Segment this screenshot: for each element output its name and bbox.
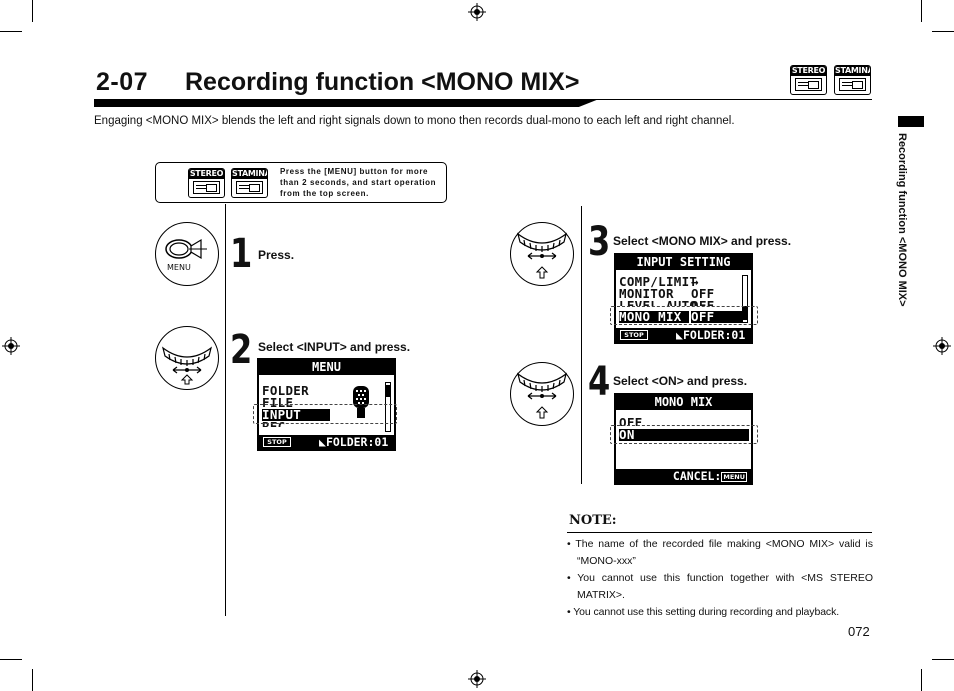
screen-title: MONO MIX [616,395,751,410]
crop-mark [32,0,33,22]
side-tab-text: Recording function <MONO MIX> [896,133,908,307]
menu-item: FILE [262,395,294,410]
side-tab-marker [898,116,924,127]
side-tab-label: Recording function <MONO MIX> [885,133,908,353]
crop-mark [32,669,33,691]
dial-illustration [510,222,574,286]
setting-row-selected-value: OFF [691,310,743,323]
step-label: Press. [258,248,295,262]
step-number: 4 [588,359,610,405]
selection-highlight [610,306,758,325]
crop-mark [921,0,922,22]
dial-illustration [510,362,574,426]
info-box [155,162,447,203]
jog-dial-icon [161,346,212,384]
note-heading: NOTE: [569,513,617,528]
screen-footer: CANCEL:MENU [616,469,751,483]
note-rule [567,532,872,533]
title-underline [94,99,599,107]
registration-mark-icon [933,337,951,355]
setting-row-value: → [691,274,699,289]
menu-button-illustration: MENU [155,222,219,286]
folder-indicator: ◣FOLDER:01 [319,435,389,449]
title-rule [94,99,872,100]
stereo-badge-label: STEREO [189,169,224,179]
intro-paragraph: Engaging <MONO MIX> blends the left and … [94,115,735,127]
setting-row-label: MONITOR [619,286,674,301]
setting-row-value: OFF [691,286,715,301]
info-box-text: Press the [MENU] button for more than 2 … [280,167,437,198]
option-off: OFF [619,417,643,426]
note-item: The name of the recorded file making <MO… [567,536,873,570]
selection-highlight [610,425,758,444]
setting-row-label: COMP/LIMIT [619,274,698,289]
menu-button-label: MENU [167,263,191,272]
step-label: Select <ON> and press. [613,374,748,388]
screen-title: INPUT SETTING [616,255,751,270]
registration-mark-icon [2,337,20,355]
crop-mark [932,659,954,660]
setting-row-selected: MONO MIX [619,310,689,323]
screen-footer: STOP ◣FOLDER:01 [259,435,394,449]
crop-mark [932,31,954,32]
stamina-mode-icon: STAMINA [834,65,871,95]
selection-highlight [253,404,397,424]
cancel-label: CANCEL: [672,469,722,483]
screen-title: MENU [259,360,394,375]
page-title: Recording function <MONO MIX> [185,68,580,96]
stereo-badge-label: STEREO [791,66,826,76]
menu-button-icon [164,238,207,259]
scrollbar [742,275,748,323]
setting-row-label: LEVEL AUTO [619,300,697,306]
column-divider [225,204,226,616]
menu-item: REC [262,421,285,427]
step-number: 1 [230,231,252,277]
dial-illustration [155,326,219,390]
menu-key-label: MENU [721,472,747,482]
folder-indicator: ◣FOLDER:01 [676,328,746,342]
stamina-badge-label: STAMINA [835,66,871,76]
stamina-mode-icon: STAMINA [231,168,268,198]
section-number: 2-07 [96,68,149,96]
step-label: Select <MONO MIX> and press. [613,234,792,248]
note-item: You cannot use this function together wi… [567,570,873,604]
registration-mark-icon [468,3,486,21]
folder-label: FOLDER:01 [682,328,746,342]
menu-item-selected: INPUT [262,408,330,421]
stop-indicator: STOP [620,330,648,340]
note-item: You cannot use this setting during recor… [567,604,873,621]
mono-mix-screen: MONO MIX OFF ON CANCEL:MENU [614,393,753,485]
column-divider [581,206,582,484]
step-number: 3 [588,219,610,265]
step-label: Select <INPUT> and press. [258,340,411,354]
menu-item: FOLDER [262,383,309,398]
folder-label: FOLDER:01 [325,435,389,449]
jog-dial-icon [516,232,567,278]
stamina-badge-label: STAMINA [232,169,268,179]
crop-mark [0,659,22,660]
jog-dial-icon [516,372,567,418]
crop-mark [921,669,922,691]
stereo-mode-icon: STEREO [790,65,827,95]
note-list: The name of the recorded file making <MO… [567,536,873,621]
setting-row-value: OFF [691,300,714,306]
crop-mark [0,31,22,32]
registration-mark-icon [468,670,486,688]
input-setting-screen: INPUT SETTING COMP/LIMIT → MONITOR OFF L… [614,253,753,344]
scrollbar [385,382,391,432]
microphone-icon [353,386,369,418]
stop-indicator: STOP [263,437,291,447]
screen-footer: STOP ◣FOLDER:01 [616,328,751,342]
option-on-selected: ON [619,428,749,441]
step-number: 2 [230,327,252,373]
stereo-mode-icon: STEREO [188,168,225,198]
page-number: 072 [848,624,870,639]
